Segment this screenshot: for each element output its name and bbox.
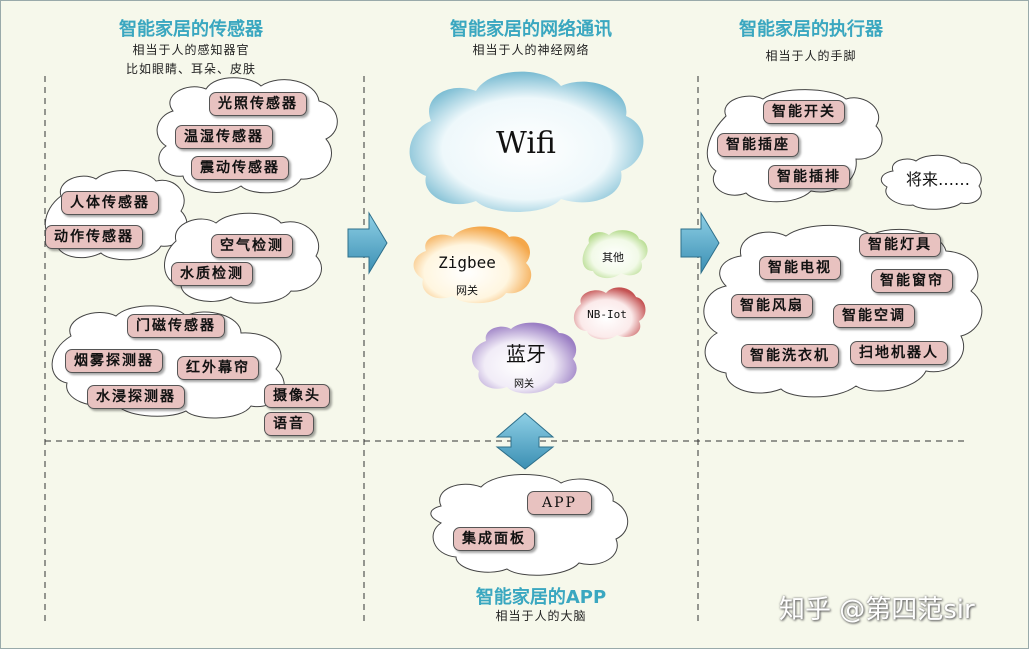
actuator-light: 智能灯具 — [859, 233, 941, 257]
wifi-label: Wifi — [496, 126, 556, 161]
sensor-air: 空气检测 — [211, 234, 293, 258]
actuators-title: 智能家居的执行器 — [739, 19, 883, 40]
actuator-tv: 智能电视 — [759, 256, 841, 280]
watermark: 知乎 @第四范sir — [779, 595, 975, 625]
sensor-human: 人体传感器 — [61, 191, 159, 215]
app-cloud — [430, 474, 629, 576]
actuator-washer: 智能洗衣机 — [741, 344, 839, 368]
nbiot-label: NB-Iot — [587, 308, 627, 321]
actuator-ac: 智能空调 — [833, 304, 915, 328]
bluetooth-cloud — [471, 322, 577, 394]
other-label: 其他 — [602, 251, 624, 264]
sensors-subtitle-2: 比如眼睛、耳朵、皮肤 — [125, 62, 256, 76]
app-subtitle: 相当于人的大脑 — [495, 609, 587, 623]
sensors-title: 智能家居的传感器 — [119, 19, 263, 40]
arrow-sensors-to-network — [347, 211, 388, 275]
sensor-voice: 语音 — [264, 412, 314, 436]
integrated-panel: 集成面板 — [453, 527, 535, 551]
bluetooth-label: 蓝牙 — [506, 342, 546, 366]
zigbee-cloud — [413, 226, 532, 304]
actuator-fan: 智能风扇 — [731, 294, 813, 318]
app-title: 智能家居的APP — [475, 587, 607, 608]
arrow-network-to-actuators — [680, 211, 720, 275]
sensor-vibration: 震动传感器 — [191, 156, 289, 180]
zigbee-gateway-label: 网关 — [456, 284, 478, 297]
actuator-robot-vacuum: 扫地机器人 — [850, 341, 948, 365]
sensor-motion: 动作传感器 — [45, 225, 143, 249]
actuator-switch: 智能开关 — [763, 100, 845, 124]
sensor-temp-humidity: 温湿传感器 — [175, 125, 273, 149]
sensor-light: 光照传感器 — [209, 92, 307, 116]
network-title: 智能家居的网络通讯 — [450, 19, 612, 40]
actuator-power-strip: 智能插排 — [768, 165, 850, 189]
other-cloud — [582, 230, 648, 279]
sensor-water-quality: 水质检测 — [171, 262, 253, 286]
arrow-network-app — [495, 412, 555, 470]
sensor-infrared: 红外幕帘 — [177, 356, 259, 380]
sensor-smoke: 烟雾探测器 — [65, 349, 163, 373]
actuator-socket: 智能插座 — [717, 133, 799, 157]
bluetooth-gateway-label: 网关 — [514, 379, 534, 390]
zigbee-label: Zigbee — [438, 253, 496, 272]
nbiot-cloud — [573, 287, 646, 340]
app-item: APP — [527, 491, 592, 515]
dashed-dividers — [44, 76, 966, 626]
actuators-subtitle: 相当于人的手脚 — [765, 49, 857, 63]
sensors-subtitle-1: 相当于人的感知器官 — [132, 43, 250, 57]
wifi-cloud — [409, 71, 644, 213]
sensor-camera: 摄像头 — [264, 384, 330, 408]
actuator-future: 将来…… — [905, 170, 970, 189]
sensor-door: 门磁传感器 — [127, 314, 225, 338]
network-subtitle: 相当于人的神经网络 — [472, 43, 590, 57]
actuator-curtain: 智能窗帘 — [871, 269, 953, 293]
sensor-water-leak: 水浸探测器 — [87, 385, 185, 409]
